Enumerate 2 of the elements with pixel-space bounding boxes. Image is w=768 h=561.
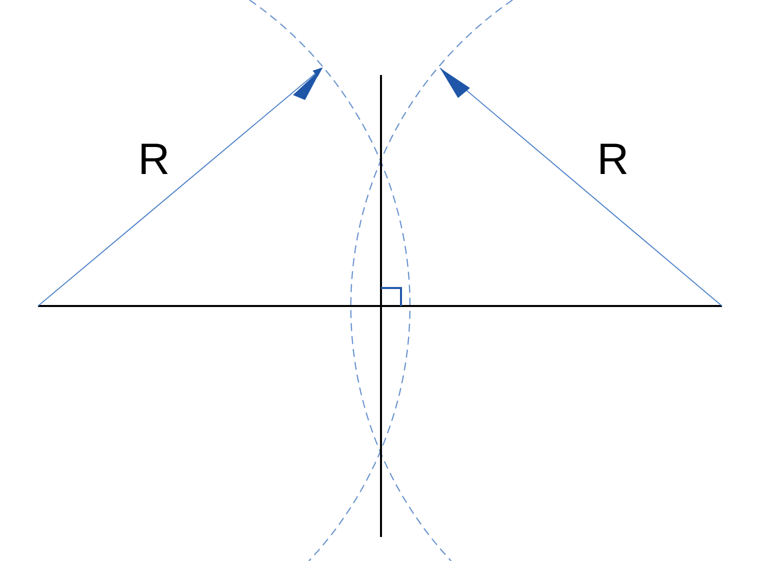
dimension-label: R — [597, 138, 629, 182]
dimension-label: R — [138, 138, 170, 182]
